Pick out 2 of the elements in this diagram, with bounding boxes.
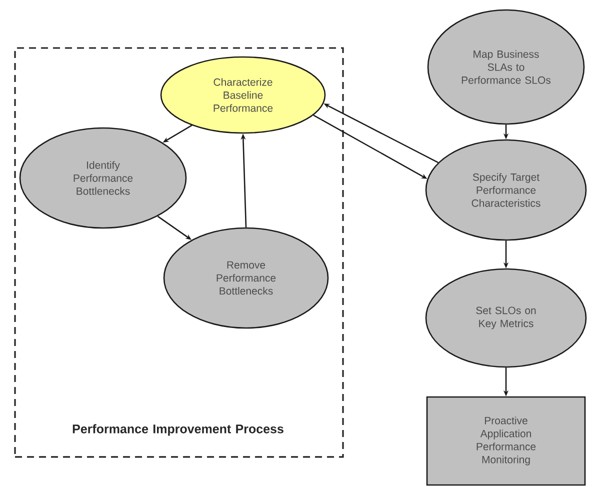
group-heading: Performance Improvement Process [72,424,284,436]
process-box: Proactive Application Performance Monitoring [426,396,586,486]
